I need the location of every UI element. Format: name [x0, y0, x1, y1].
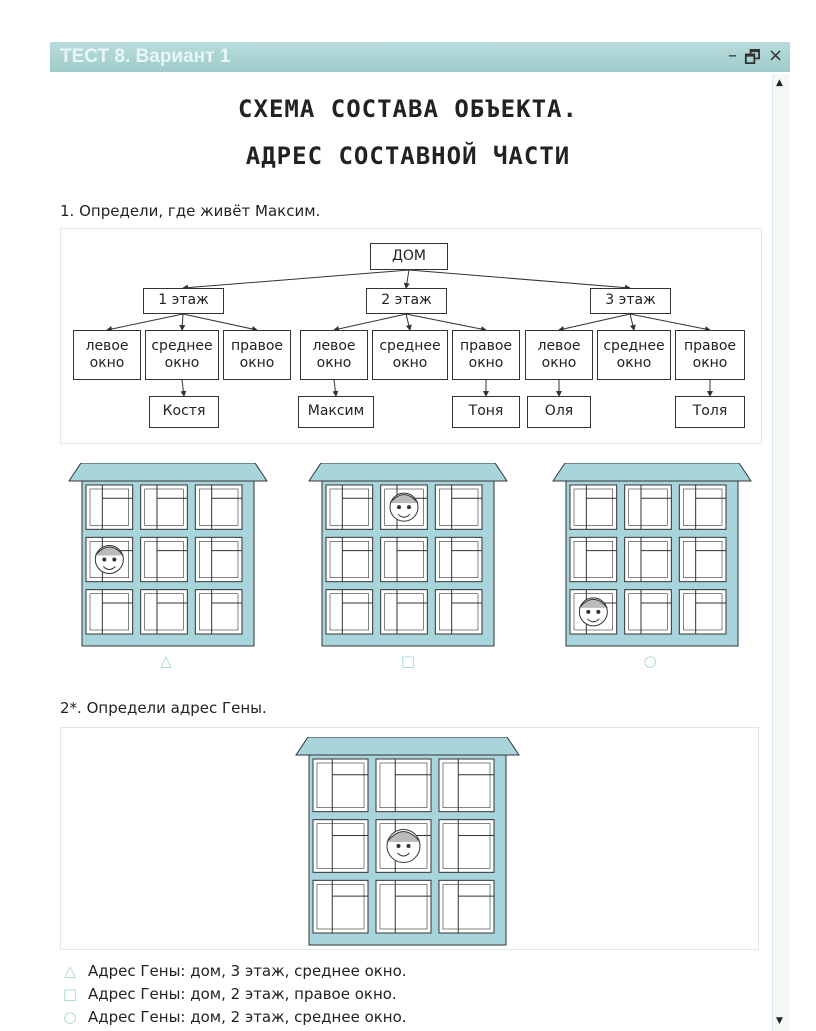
building-window — [375, 758, 432, 813]
answer-option[interactable]: △ Адрес Гены: дом, 3 этаж, среднее окно. — [62, 962, 407, 980]
face-icon — [94, 545, 124, 574]
tree-arrow — [629, 313, 711, 332]
window-title: ТЕСТ 8. Вариант 1 — [60, 46, 231, 67]
answer-option[interactable]: □ Адрес Гены: дом, 2 этаж, правое окно. — [62, 985, 397, 1003]
option-text: Адрес Гены: дом, 2 этаж, среднее окно. — [88, 1008, 407, 1026]
tree-arrow — [182, 269, 410, 291]
building-option-2 — [308, 463, 508, 647]
option-text: Адрес Гены: дом, 2 этаж, правое окно. — [88, 985, 397, 1003]
building-window — [194, 589, 243, 635]
tree-node-window: левое окно — [73, 330, 141, 380]
building-window — [624, 589, 672, 635]
tree-arrow — [182, 313, 258, 332]
option-marker[interactable]: ○ — [63, 1008, 77, 1026]
face-icon — [578, 597, 608, 627]
building-window — [380, 536, 428, 583]
face-icon — [386, 829, 421, 863]
building-window — [678, 536, 727, 583]
building-window — [678, 484, 727, 530]
building-gena — [295, 737, 520, 946]
tree-arrow — [106, 313, 184, 332]
heading-line2: АДРЕС СОСТАВНОЙ ЧАСТИ — [245, 142, 571, 170]
building-window — [434, 589, 483, 635]
building-window — [312, 819, 369, 873]
tree-arrow — [180, 379, 187, 397]
building-window — [624, 484, 672, 530]
question-2: 2*. Определи адрес Гены. — [60, 699, 267, 717]
building-window — [438, 758, 495, 813]
answer-marker-2[interactable]: □ — [400, 652, 416, 670]
building-window — [194, 484, 243, 530]
tree-node-floor: 3 этаж — [590, 288, 671, 314]
tree-node-name: Толя — [675, 396, 745, 428]
building-window — [312, 879, 369, 934]
building-option-3 — [552, 463, 752, 647]
question-1: 1. Определи, где живёт Максим. — [60, 202, 321, 220]
building-window — [325, 589, 374, 635]
tree-node-window: среднее окно — [372, 330, 448, 380]
building-window — [569, 536, 618, 583]
close-button[interactable]: × — [768, 45, 784, 66]
heading-line1: СХЕМА СОСТАВА ОБЪЕКТА. — [238, 95, 578, 123]
tree-arrow — [403, 269, 410, 289]
building-window — [438, 819, 495, 873]
option-marker[interactable]: △ — [64, 962, 76, 980]
building-window — [85, 589, 134, 635]
tree-arrow — [179, 313, 186, 331]
option-text: Адрес Гены: дом, 3 этаж, среднее окно. — [88, 962, 407, 980]
building-window — [85, 484, 134, 530]
building-window — [312, 758, 369, 813]
tree-node-floor: 2 этаж — [366, 288, 447, 314]
tree-arrow — [333, 313, 407, 332]
building-window — [194, 536, 243, 583]
restore-button[interactable]: 🗗 — [744, 47, 761, 68]
tree-arrow — [629, 313, 636, 331]
tree-node-name: Костя — [149, 396, 219, 428]
building-option-1 — [68, 463, 268, 647]
building-window — [624, 536, 672, 583]
building-window — [325, 484, 374, 530]
building-window — [325, 536, 374, 583]
answer-option[interactable]: ○ Адрес Гены: дом, 2 этаж, среднее окно. — [62, 1008, 407, 1026]
building-window — [380, 589, 428, 635]
option-marker[interactable]: □ — [62, 985, 78, 1003]
building-window — [140, 536, 188, 583]
answer-marker-3[interactable]: ○ — [643, 652, 657, 670]
tree-node-window: правое окно — [675, 330, 745, 380]
building-window — [140, 589, 188, 635]
scroll-up-icon[interactable]: ▲ — [776, 78, 783, 88]
tree-arrow — [558, 313, 631, 332]
tree-diagram — [60, 228, 762, 444]
building-window — [434, 536, 483, 583]
tree-node-name: Тоня — [452, 396, 520, 428]
building-window — [140, 484, 188, 530]
tree-node-window: правое окно — [452, 330, 520, 380]
question-2-box — [60, 727, 759, 950]
tree-arrow — [405, 313, 412, 331]
window-titlebar: ТЕСТ 8. Вариант 1 – 🗗 × — [50, 42, 790, 72]
building-window — [434, 484, 483, 530]
tree-arrow — [332, 379, 339, 397]
tree-node-window: правое окно — [223, 330, 291, 380]
building-window — [569, 484, 618, 530]
tree-node-window: среднее окно — [145, 330, 219, 380]
scrollbar[interactable]: ▲ ▼ — [772, 74, 789, 1031]
tree-node-root: ДОМ — [370, 243, 448, 270]
tree-node-window: среднее окно — [597, 330, 671, 380]
building-window — [438, 879, 495, 934]
answer-marker-1[interactable]: △ — [160, 652, 172, 670]
scroll-down-icon[interactable]: ▼ — [776, 1016, 783, 1026]
tree-node-name: Оля — [527, 396, 591, 428]
tree-arrow — [408, 269, 631, 291]
tree-node-window: левое окно — [300, 330, 368, 380]
building-window — [375, 879, 432, 934]
minimize-button[interactable]: – — [728, 45, 737, 66]
face-icon — [389, 492, 419, 522]
tree-arrow — [405, 313, 487, 332]
tree-node-floor: 1 этаж — [143, 288, 224, 314]
tree-node-name: Максим — [298, 396, 374, 428]
tree-node-window: левое окно — [525, 330, 593, 380]
building-window — [678, 589, 727, 635]
